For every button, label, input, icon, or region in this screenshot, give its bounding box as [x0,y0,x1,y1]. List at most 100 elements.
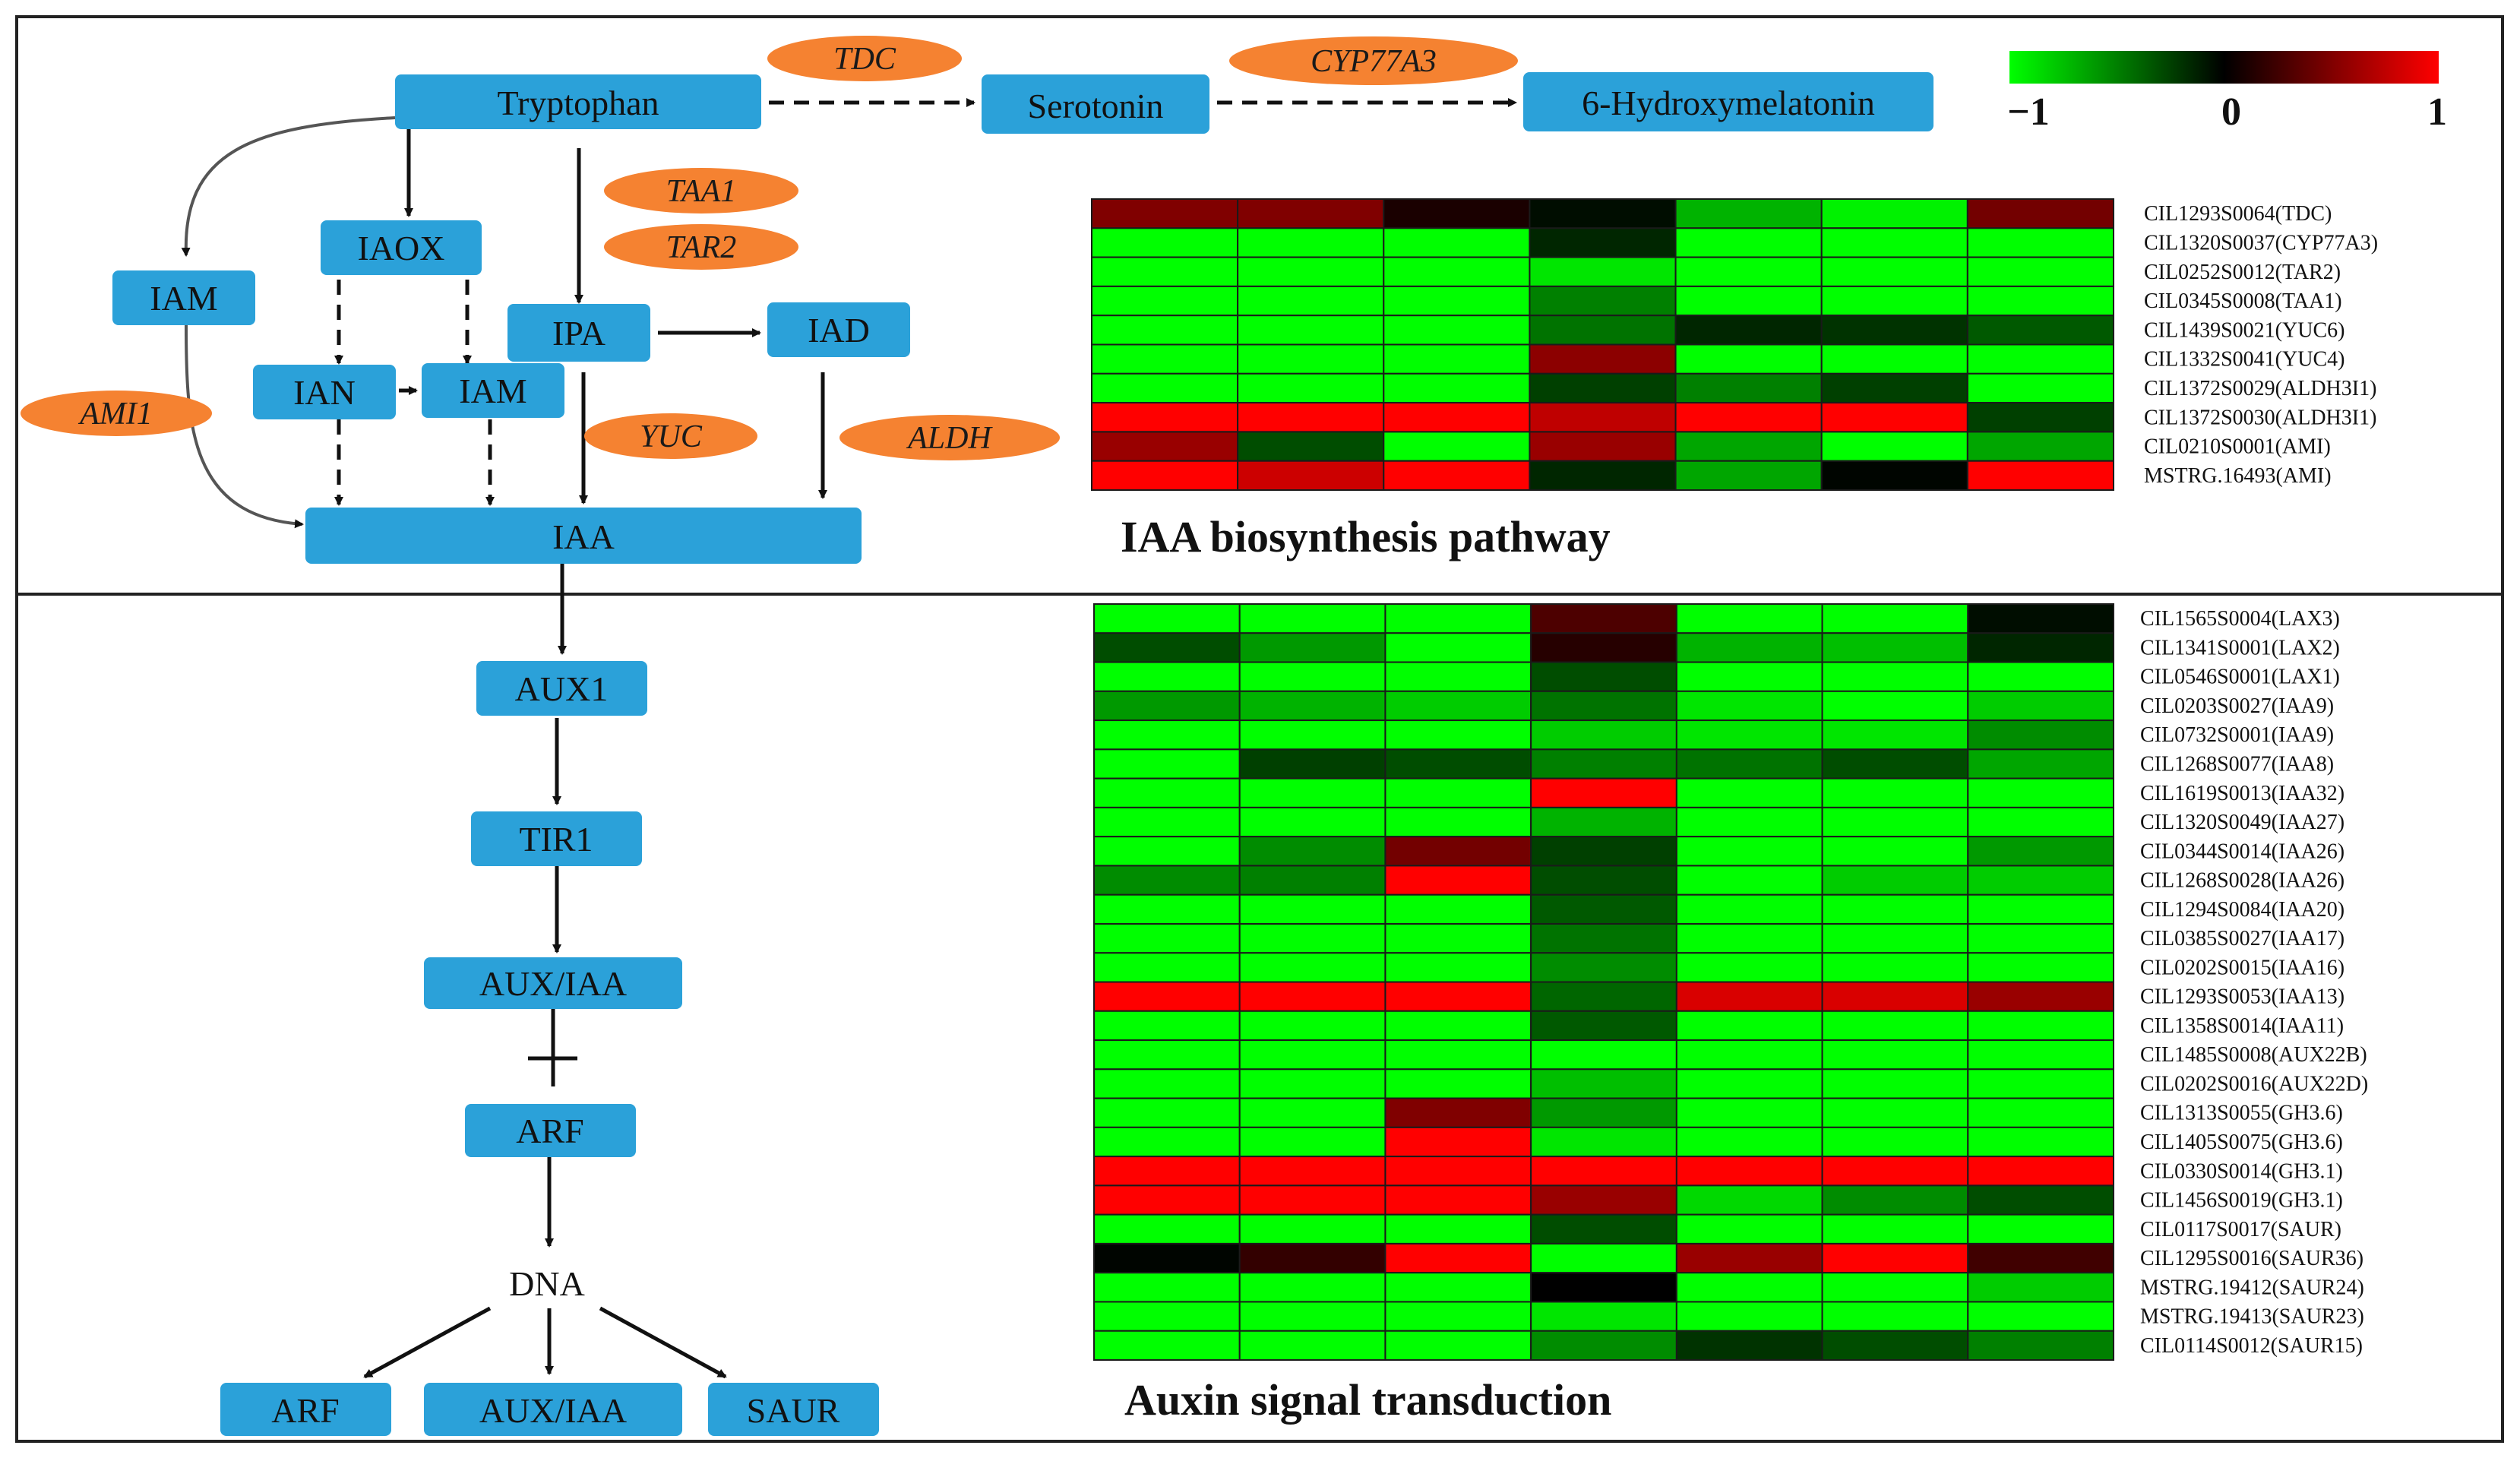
heatmap-cell [1384,603,1532,634]
heatmap-cell [1674,343,1823,375]
heatmap-cell [1383,285,1531,317]
heatmap-cell [1820,460,1968,492]
heatmap-cell [1237,372,1385,404]
heatmap-cell [1237,343,1385,375]
heatmap-cell [1967,690,2114,722]
node-iaox: IAOX [321,220,482,275]
heatmap-cell [1383,460,1531,492]
enzyme-cyp77a3: CYP77A3 [1229,36,1518,85]
heatmap-cell [1384,1184,1532,1216]
node-tryptophan-label: Tryptophan [498,84,659,122]
heatmap-cell [1821,1330,1969,1361]
heatmap-cell [1967,632,2114,663]
heatmap-cell [1093,952,1241,983]
heatmap-cell [1821,1126,1969,1158]
heatmap-cell [1093,1213,1241,1245]
heatmap-cell [1675,1272,1823,1303]
heatmap-cell [1093,806,1241,838]
heatmap-cell [1384,922,1532,954]
heatmap-cell [1529,372,1677,404]
heatmap-cell [1675,1010,1823,1042]
heatmap-cell [1530,952,1677,983]
heatmap-cell [1967,748,2114,780]
heatmap-cell [1384,836,1532,867]
heatmap-cell [1384,1272,1532,1303]
heatmap-auxin-signal-title: Auxin signal transduction [1124,1375,1611,1425]
heatmap-cell [1821,748,1969,780]
heatmap-cell [1093,981,1241,1012]
heatmap-cell [1675,865,1823,896]
heatmap-cell [1530,661,1677,692]
heatmap-row-label: CIL1619S0013(IAA32) [2140,782,2345,805]
heatmap-cell [1238,1301,1386,1332]
heatmap-cell [1238,1097,1386,1128]
heatmap-cell [1238,1213,1386,1245]
node-iam-left: IAM [112,270,255,325]
heatmap-cell [1820,256,1968,287]
heatmap-cell [1384,1301,1532,1332]
colorbar-max-label: 1 [2427,90,2447,134]
heatmap-cell [1967,1330,2114,1361]
heatmap-cell [1821,1156,1969,1187]
heatmap-cell [1093,748,1241,780]
heatmap-cell [1238,1039,1386,1071]
heatmap-cell [1675,1126,1823,1158]
heatmap-cell [1384,690,1532,722]
heatmap-cell [1675,1184,1823,1216]
heatmap-cell [1967,1068,2114,1099]
heatmap-cell [1238,1330,1386,1361]
heatmap-cell [1238,952,1386,983]
heatmap-cell [1238,748,1386,780]
heatmap-cell [1091,285,1239,317]
heatmap-cell [1674,460,1823,492]
arrow-iam-iaa [185,324,304,529]
node-iaa-label: IAA [552,517,615,556]
heatmap-cell [1238,720,1386,751]
heatmap-cell [1821,865,1969,896]
heatmap-cell [1530,806,1677,838]
heatmap-cell [1238,661,1386,692]
heatmap-row-label: CIL0210S0001(AMI) [2144,435,2331,459]
heatmap-cell [1383,372,1531,404]
node-serotonin-label: Serotonin [1028,87,1164,125]
heatmap-cell [1966,256,2115,287]
heatmap-cell [1093,661,1241,692]
heatmap-cell [1674,315,1823,346]
heatmap-cell [1237,431,1385,462]
heatmap-cell [1967,1272,2114,1303]
enzyme-cyp77a3-label: CYP77A3 [1311,44,1437,79]
heatmap-cell [1530,981,1677,1012]
heatmap-cell [1384,777,1532,808]
heatmap-cell [1820,431,1968,462]
heatmap-row-label: CIL0202S0016(AUX22D) [2140,1072,2368,1096]
heatmap-cell [1093,1184,1241,1216]
node-iaox-label: IAOX [358,229,445,267]
node-iad: IAD [767,302,910,357]
heatmap-cell [1674,198,1823,229]
heatmap-cell [1675,952,1823,983]
heatmap-cell [1820,285,1968,317]
heatmap-cell [1530,720,1677,751]
heatmap-cell [1238,836,1386,867]
node-ipa-label: IPA [552,314,605,353]
node-iam-mid-label: IAM [459,372,526,410]
node-out-saur-label: SAUR [747,1391,840,1430]
heatmap-row-label: CIL0202S0015(IAA16) [2140,956,2345,979]
heatmap-row-label: CIL0203S0027(IAA9) [2140,694,2334,718]
heatmap-cell [1820,343,1968,375]
colorbar-gradient [2009,51,2439,84]
heatmap-cell [1530,865,1677,896]
heatmap-row-label: CIL1313S0055(GH3.6) [2140,1102,2343,1125]
heatmap-cell [1238,777,1386,808]
heatmap-row-label: CIL1439S0021(YUC6) [2144,318,2345,342]
heatmap-cell [1675,1330,1823,1361]
heatmap-cell [1384,1010,1532,1042]
heatmap-cell [1820,315,1968,346]
heatmap-cell [1238,806,1386,838]
node-arf-label: ARF [516,1112,583,1150]
heatmap-cell [1238,981,1386,1012]
heatmap-cell [1530,1039,1677,1071]
enzyme-yuc: YUC [584,413,757,459]
node-ian-label: IAN [293,373,356,412]
arrow-dna-saur [599,1306,727,1379]
